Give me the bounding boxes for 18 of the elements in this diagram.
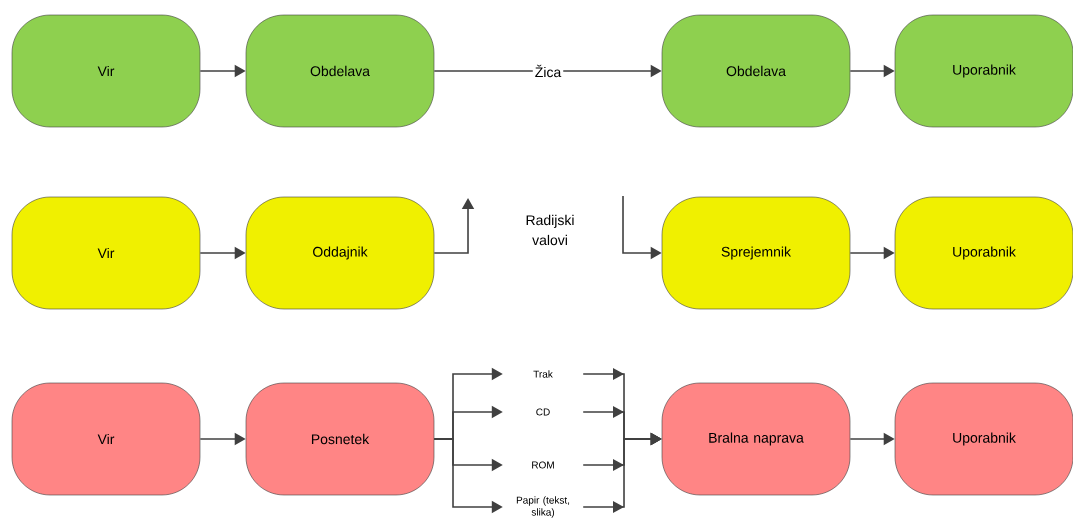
medium-label: CD	[536, 408, 550, 416]
process-box: Sprejemnik	[661, 196, 851, 310]
process-box: Posnetek	[245, 382, 435, 496]
medium-label: ROM	[532, 461, 554, 469]
process-box: Vir	[11, 14, 201, 128]
process-box: Vir	[11, 382, 201, 496]
process-box: Obdelava	[245, 14, 435, 128]
edge-label: Žica	[532, 62, 564, 80]
medium-label: Trak	[533, 370, 553, 378]
signal-label: Radijski valovi	[526, 214, 574, 246]
process-box: Uporabnik	[894, 14, 1073, 128]
process-box: Uporabnik	[894, 196, 1073, 310]
process-box: Obdelava	[661, 14, 851, 128]
process-box: Uporabnik	[894, 382, 1073, 496]
process-box: Oddajnik	[245, 196, 435, 310]
medium-label: Papir (tekst, slika)	[516, 496, 570, 518]
process-box: Vir	[11, 196, 201, 310]
process-box: Bralna naprava	[661, 382, 851, 496]
